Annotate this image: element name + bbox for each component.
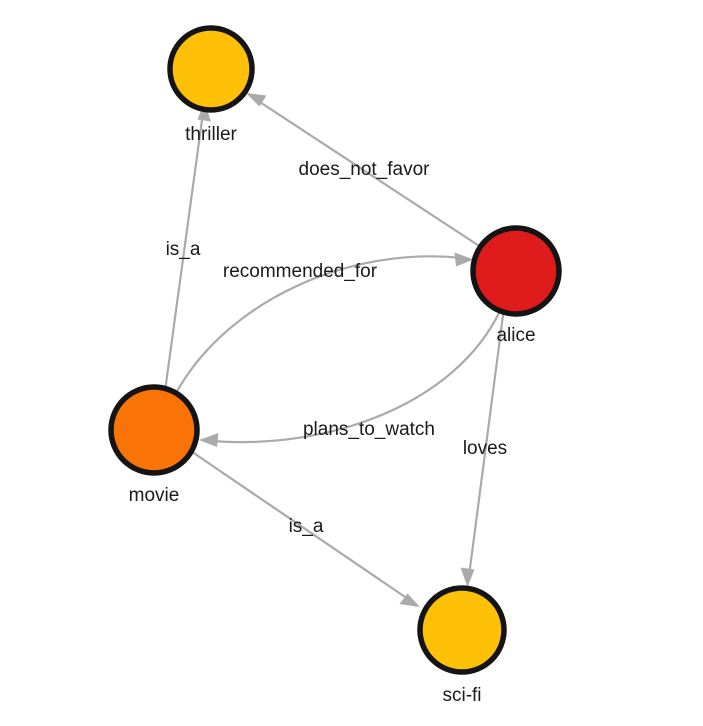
arrow-head-icon [246, 93, 267, 107]
arrow-head-icon [399, 593, 420, 607]
edge-alice-loves-sci-fi[interactable] [460, 311, 505, 588]
node-alice-label: alice [496, 325, 535, 346]
edge-movie-is_a-sci-fi[interactable] [190, 450, 421, 608]
edge-label-plans_to_watch: plans_to_watch [303, 419, 435, 440]
edge-alice-does_not_favor-thriller[interactable] [246, 93, 480, 247]
node-sci-fi[interactable]: sci-fi [417, 585, 507, 706]
node-layer: thriller alice movie sci-fi [108, 25, 562, 706]
edge-layer [164, 93, 505, 608]
edge-alice-plans_to_watch-movie[interactable] [199, 310, 501, 447]
edge-line [164, 112, 205, 388]
edge-label-recommended_for: recommended_for [223, 261, 378, 282]
edge-movie-recommended_for-alice[interactable] [175, 252, 474, 394]
edge-line [467, 311, 505, 577]
edge-label-loves: loves [463, 438, 507, 459]
node-sci-fi-circle[interactable] [417, 585, 507, 675]
node-sci-fi-label: sci-fi [442, 685, 481, 706]
edge-label-is_a-thriller: is_a [166, 239, 201, 260]
node-movie-label: movie [129, 485, 180, 506]
edge-line [175, 255, 463, 394]
node-movie-circle[interactable] [108, 384, 200, 476]
node-alice[interactable]: alice [470, 225, 562, 346]
edge-line [253, 97, 480, 247]
edge-label-layer: does_not_favor is_a recommended_for plan… [166, 159, 508, 537]
node-thriller-circle[interactable] [167, 25, 255, 113]
node-thriller-label: thriller [185, 124, 237, 145]
arrow-head-icon [454, 252, 474, 267]
node-thriller[interactable]: thriller [167, 25, 255, 145]
edge-label-is_a-sci-fi: is_a [289, 516, 324, 537]
edge-label-does_not_favor: does_not_favor [299, 159, 431, 180]
arrow-head-icon [199, 433, 219, 447]
node-movie[interactable]: movie [108, 384, 200, 506]
arrow-head-icon [460, 567, 475, 587]
edge-line [211, 310, 501, 444]
edge-line [190, 450, 412, 602]
node-alice-circle[interactable] [470, 225, 562, 317]
